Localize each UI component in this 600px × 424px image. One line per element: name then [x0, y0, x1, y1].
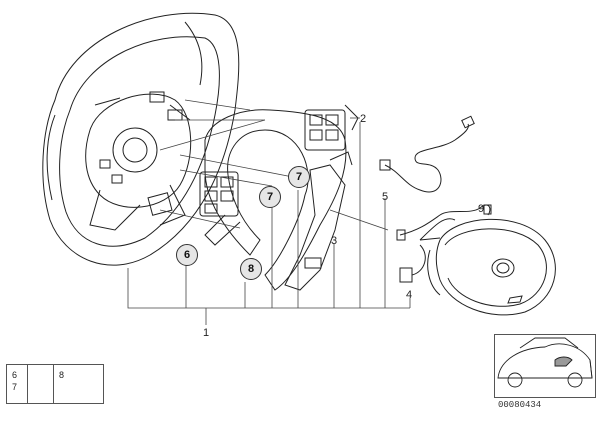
- lower-trim: [284, 164, 346, 291]
- callout-2: 2: [360, 113, 367, 125]
- legend-label-8: 8: [59, 370, 65, 380]
- callout-6-circle: 6: [176, 244, 198, 266]
- callout-7-circle-b: 7: [288, 166, 310, 188]
- callout-8-circle: 8: [240, 258, 262, 280]
- wiring-harness: [399, 204, 491, 236]
- clock-spring-cable: [384, 123, 469, 193]
- small-parts-legend: 6 7 8: [6, 364, 104, 404]
- switch-cluster-right: [304, 109, 346, 151]
- callout-7-circle-a: 7: [259, 186, 281, 208]
- steering-wheel-hub: [85, 93, 192, 208]
- legend-label-6: 6: [12, 370, 18, 380]
- callout-5: 5: [382, 191, 389, 203]
- callout-9: 9: [478, 203, 485, 215]
- trim-cover: [204, 109, 347, 291]
- legend-divider-2: [53, 365, 54, 403]
- vehicle-inset-frame: [494, 334, 596, 398]
- vehicle-inset-drawing: [497, 337, 593, 388]
- legend-label-7: 7: [12, 382, 18, 392]
- reference-number: 00080434: [498, 400, 542, 410]
- switch-cluster-left: [199, 171, 239, 217]
- callout-4: 4: [406, 289, 413, 301]
- callout-3: 3: [331, 235, 338, 247]
- steering-wheel-rim: [42, 12, 240, 266]
- callout-1: 1: [203, 327, 210, 339]
- airbag-module: [435, 218, 556, 316]
- legend-divider-1: [27, 365, 28, 403]
